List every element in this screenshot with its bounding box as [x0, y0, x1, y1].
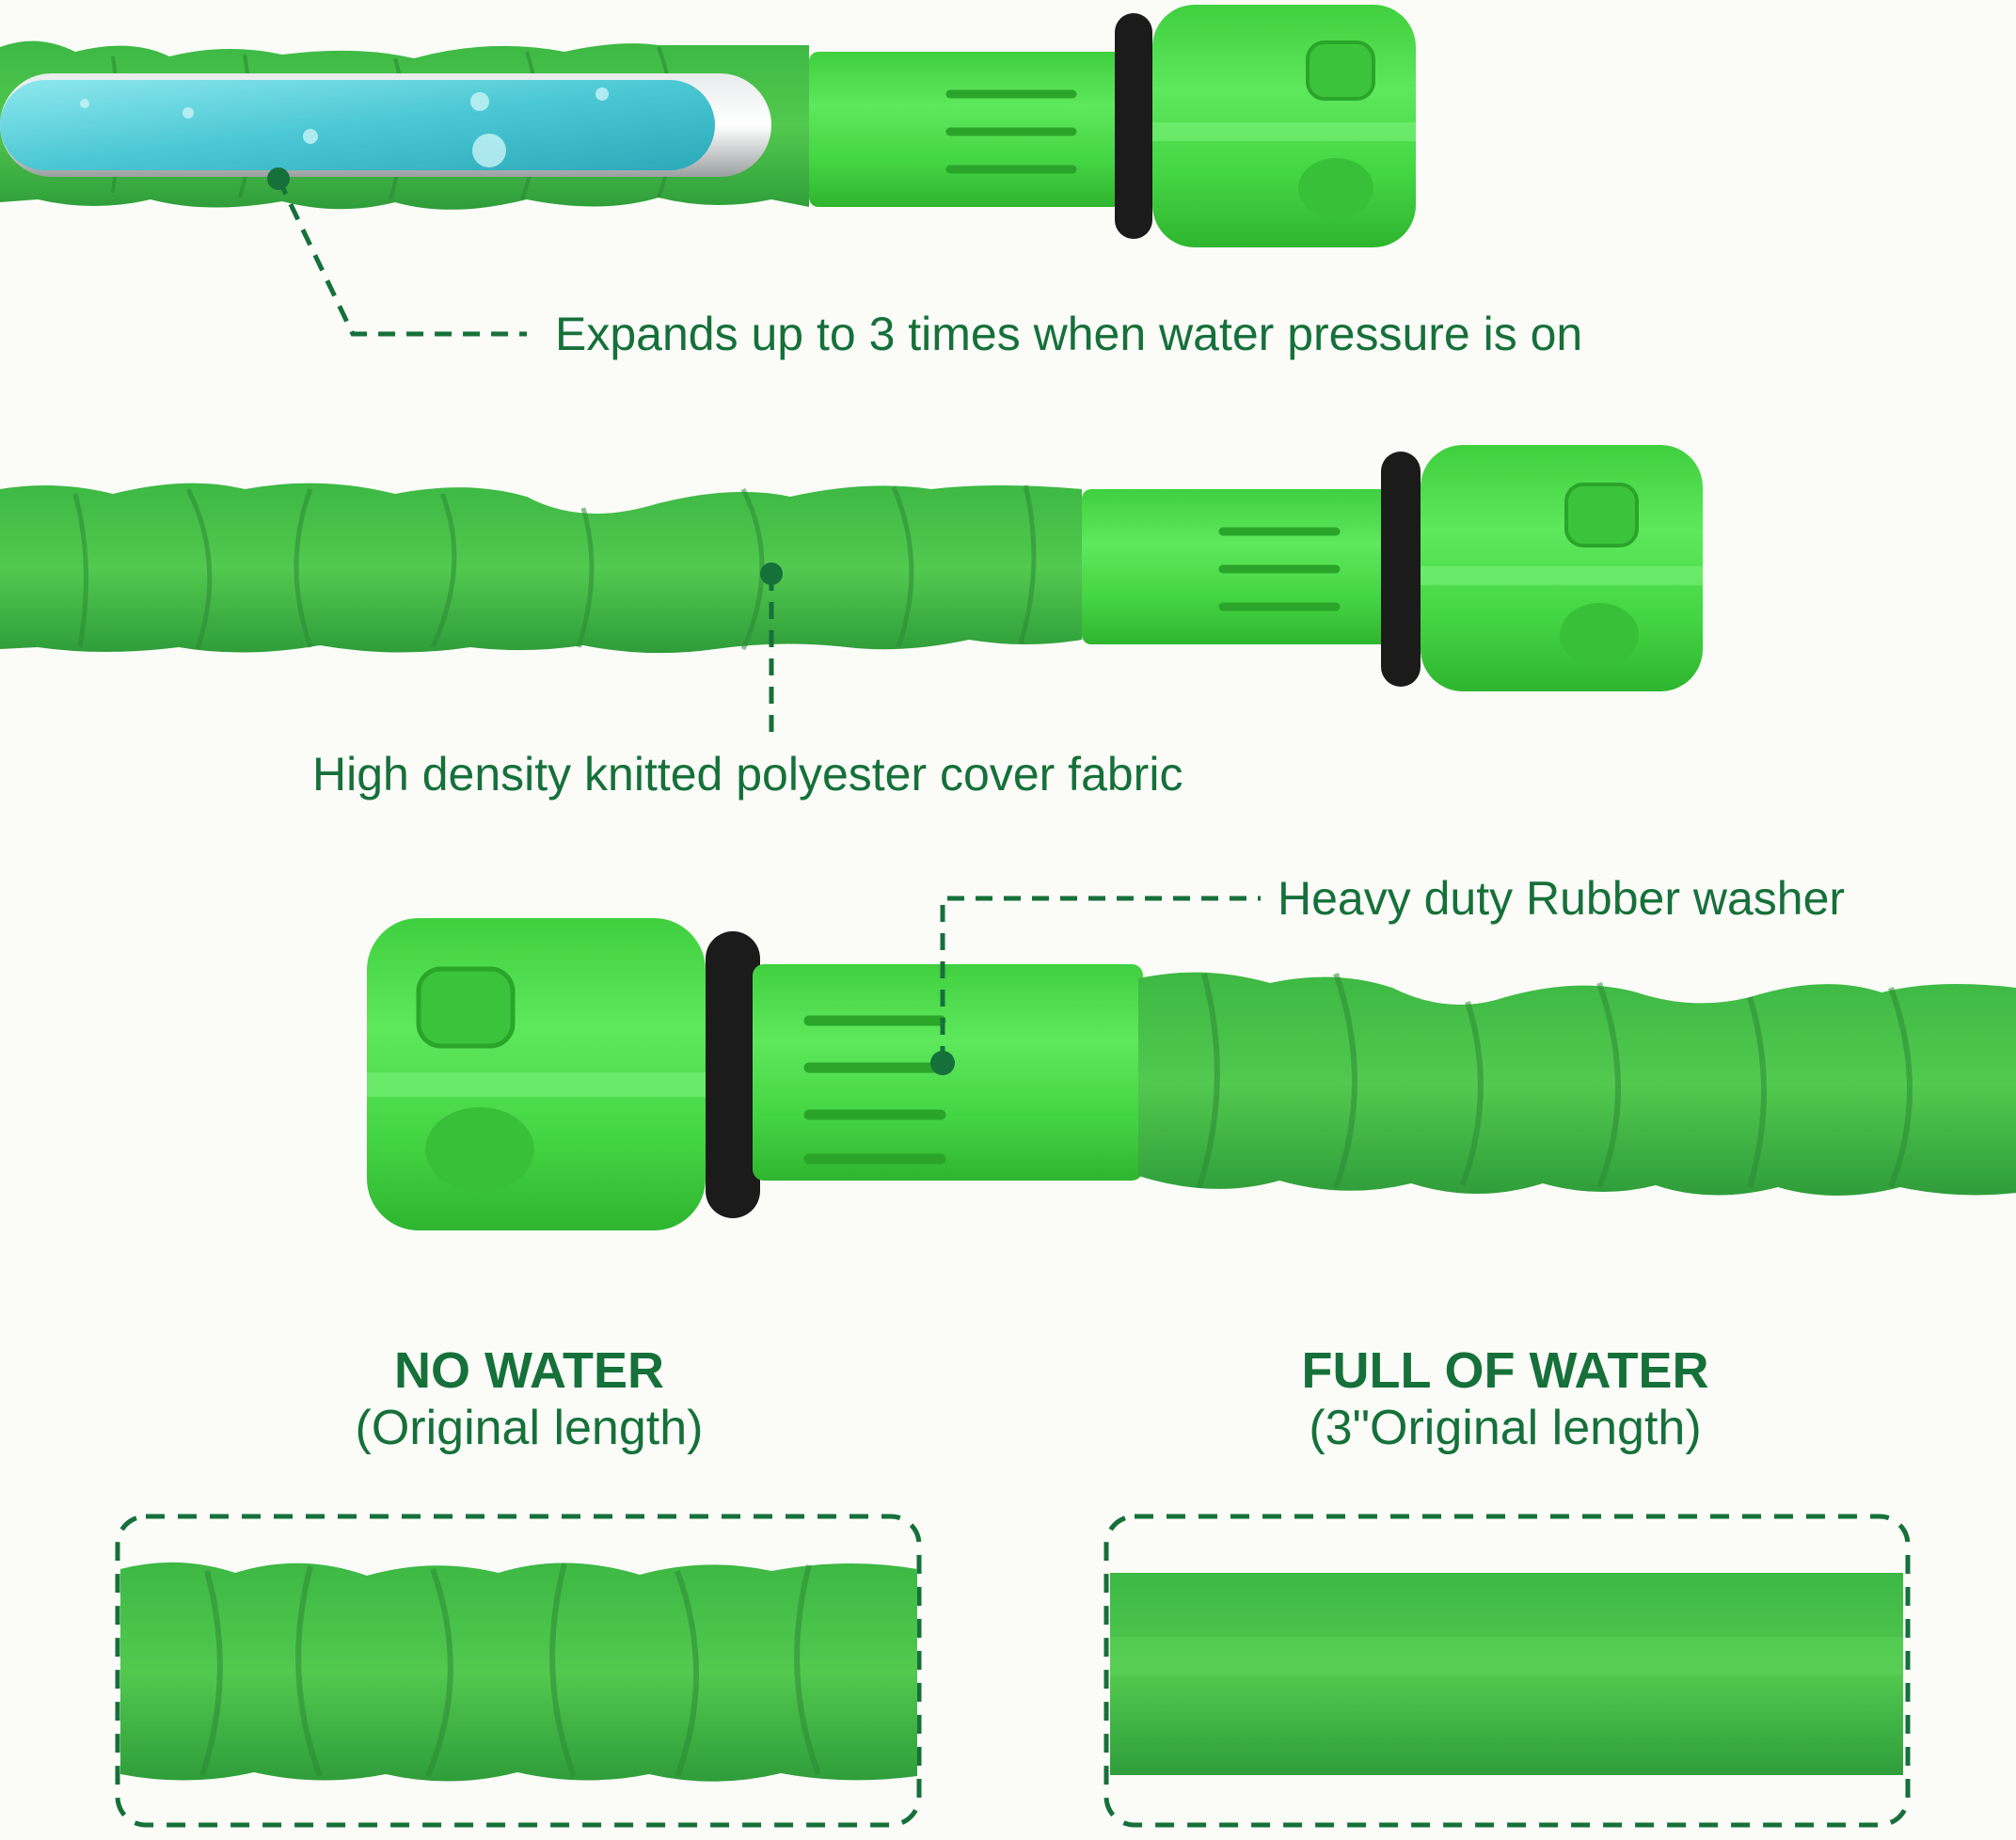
nut-grip-bottom: [1298, 158, 1373, 218]
hose-middle: [0, 445, 1703, 743]
hose-expanded-cutaway: [0, 5, 1416, 337]
hose-fabric-wrinkles: [72, 484, 1037, 651]
connector-ribs: [1218, 527, 1341, 611]
rubber-washer: [1381, 452, 1421, 687]
rubber-washer: [1115, 13, 1152, 239]
connector-ribs: [945, 89, 1077, 174]
callout-line: [940, 896, 1261, 1063]
callout-fabric: High density knitted polyester cover fab…: [312, 748, 1183, 801]
hose-fabric-expanded: [1110, 1573, 1903, 1775]
callout-line: [276, 177, 527, 337]
full-water-subtitle: (3"Original length): [1309, 1401, 1702, 1455]
hose-fabric-wrinkles: [1197, 973, 1913, 1189]
callout-expands: Expands up to 3 times when water pressur…: [555, 308, 1583, 360]
comparison-full-water: [1103, 1514, 1911, 1828]
hose-fabric: [1138, 972, 2016, 1196]
no-water-title: NO WATER: [394, 1342, 664, 1399]
connector-ribs: [803, 1015, 946, 1165]
water-bubbles: [80, 87, 609, 167]
comparison-no-water: [115, 1514, 922, 1828]
hose-washer-view: [367, 896, 2016, 1230]
water: [0, 80, 715, 170]
nut-grip-bottom: [1560, 603, 1639, 667]
nut-grip-top: [416, 966, 516, 1049]
nut-grip-top: [1564, 483, 1639, 547]
no-water-subtitle: (Original length): [355, 1401, 704, 1455]
rubber-washer: [706, 931, 760, 1218]
hose-fabric: [0, 483, 1082, 654]
callout-washer: Heavy duty Rubber washer: [1278, 872, 1846, 925]
nut-grip-top: [1306, 40, 1375, 101]
full-water-title: FULL OF WATER: [1301, 1342, 1709, 1399]
nut-grip-bottom: [425, 1107, 534, 1192]
hose-fabric-contracted: [120, 1562, 917, 1782]
